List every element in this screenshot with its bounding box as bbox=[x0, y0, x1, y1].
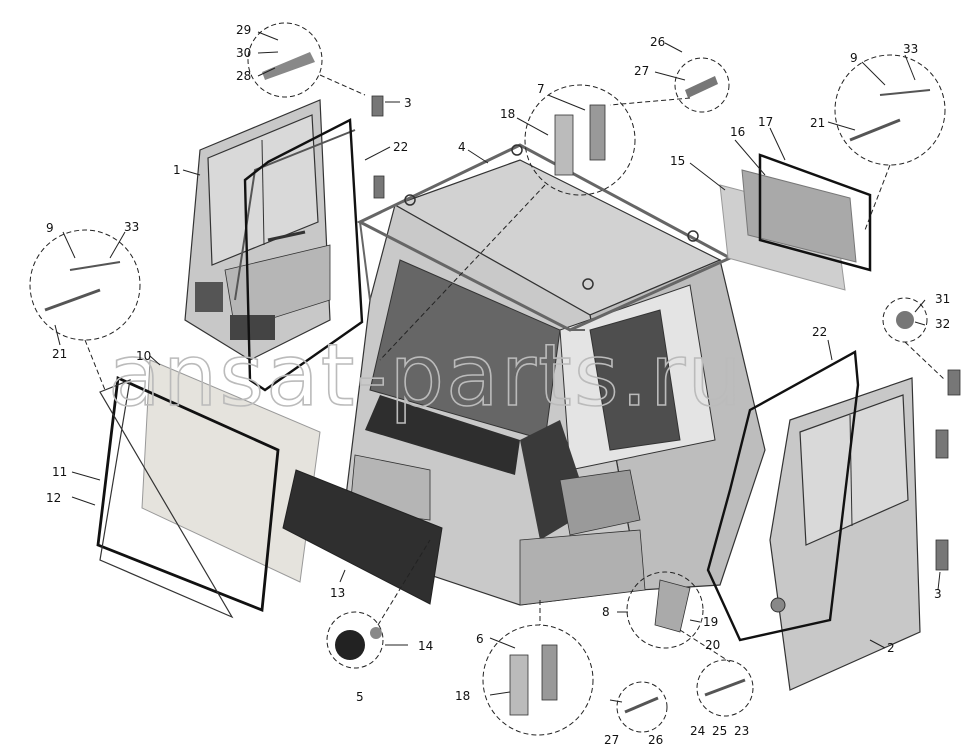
leader-connections bbox=[84, 74, 946, 663]
left-door-seal bbox=[243, 118, 364, 392]
detail-circle-26-27-top bbox=[674, 57, 730, 113]
lower-panel bbox=[282, 469, 443, 605]
callout-29: 29 bbox=[236, 23, 251, 37]
callout-8: 8 bbox=[602, 605, 610, 619]
hinge-group-left bbox=[371, 95, 385, 199]
callout-2: 2 bbox=[887, 641, 895, 655]
watermark: ansat-parts.ru bbox=[108, 326, 744, 426]
callout-21-right: 21 bbox=[810, 116, 825, 130]
leader-lines bbox=[54, 31, 941, 703]
callout-26-top: 26 bbox=[650, 35, 665, 49]
callout-14: 14 bbox=[418, 639, 433, 653]
right-door bbox=[769, 377, 921, 691]
rear-window-seal-inner bbox=[96, 375, 280, 612]
callout-31: 31 bbox=[935, 292, 950, 306]
rear-window-glass bbox=[141, 359, 321, 583]
callout-28: 28 bbox=[236, 69, 251, 83]
detail-circle-28-30 bbox=[247, 22, 323, 98]
callout-18-bottom: 18 bbox=[455, 689, 470, 703]
callout-3-right: 3 bbox=[934, 587, 942, 601]
callout-10: 10 bbox=[136, 349, 151, 363]
callout-11: 11 bbox=[52, 465, 67, 479]
callout-3-top: 3 bbox=[404, 96, 412, 110]
callout-15: 15 bbox=[670, 154, 685, 168]
callout-33-left: 33 bbox=[124, 220, 139, 234]
callout-18-top: 18 bbox=[500, 107, 515, 121]
right-door-seal bbox=[706, 350, 860, 642]
callout-9-left: 9 bbox=[46, 221, 54, 235]
detail-circle-18-7 bbox=[524, 84, 636, 196]
detail-circle-31-32 bbox=[882, 297, 928, 343]
left-door bbox=[184, 99, 356, 361]
callout-22-right: 22 bbox=[812, 325, 827, 339]
callout-26-bottom: 26 bbox=[648, 733, 663, 747]
detail-circle-23-25 bbox=[696, 659, 754, 717]
callout-33-right: 33 bbox=[903, 42, 918, 56]
callout-4: 4 bbox=[458, 140, 466, 154]
callout-32: 32 bbox=[935, 317, 950, 331]
callout-7: 7 bbox=[537, 82, 545, 96]
detail-circle-9-33-right bbox=[834, 54, 946, 166]
detail-circle-8-20 bbox=[626, 571, 704, 649]
rear-window-seal-outer bbox=[99, 379, 234, 619]
detail-circle-5-14 bbox=[326, 611, 384, 669]
cab-body bbox=[339, 143, 766, 606]
callout-1: 1 bbox=[173, 163, 181, 177]
callout-5: 5 bbox=[356, 690, 364, 704]
detail-circle-9-33-left bbox=[29, 229, 141, 341]
detail-circle-6-18-bottom bbox=[482, 624, 594, 736]
callout-23: 23 bbox=[734, 724, 749, 738]
detail-circle-26-27-bottom bbox=[616, 681, 668, 733]
callout-20: 20 bbox=[705, 638, 720, 652]
callout-25: 25 bbox=[712, 724, 727, 738]
callout-27-top: 27 bbox=[634, 64, 649, 78]
callout-16: 16 bbox=[730, 125, 745, 139]
callout-24: 24 bbox=[690, 724, 705, 738]
callout-27-bottom: 27 bbox=[604, 733, 619, 747]
callout-9-right: 9 bbox=[850, 51, 858, 65]
callout-6: 6 bbox=[476, 632, 484, 646]
callout-30: 30 bbox=[236, 46, 251, 60]
side-window-glass-16 bbox=[741, 169, 857, 263]
side-window-seal-17 bbox=[758, 153, 872, 272]
callout-21-left: 21 bbox=[52, 347, 67, 361]
callout-labels: 29 30 28 3 1 22 4 18 7 26 27 16 17 15 9 … bbox=[46, 23, 950, 747]
callout-19: 19 bbox=[703, 615, 718, 629]
callout-17: 17 bbox=[758, 115, 773, 129]
callout-13: 13 bbox=[330, 586, 345, 600]
hinge-group-right bbox=[935, 369, 961, 571]
callout-12: 12 bbox=[46, 491, 61, 505]
callout-22-left: 22 bbox=[393, 140, 408, 154]
